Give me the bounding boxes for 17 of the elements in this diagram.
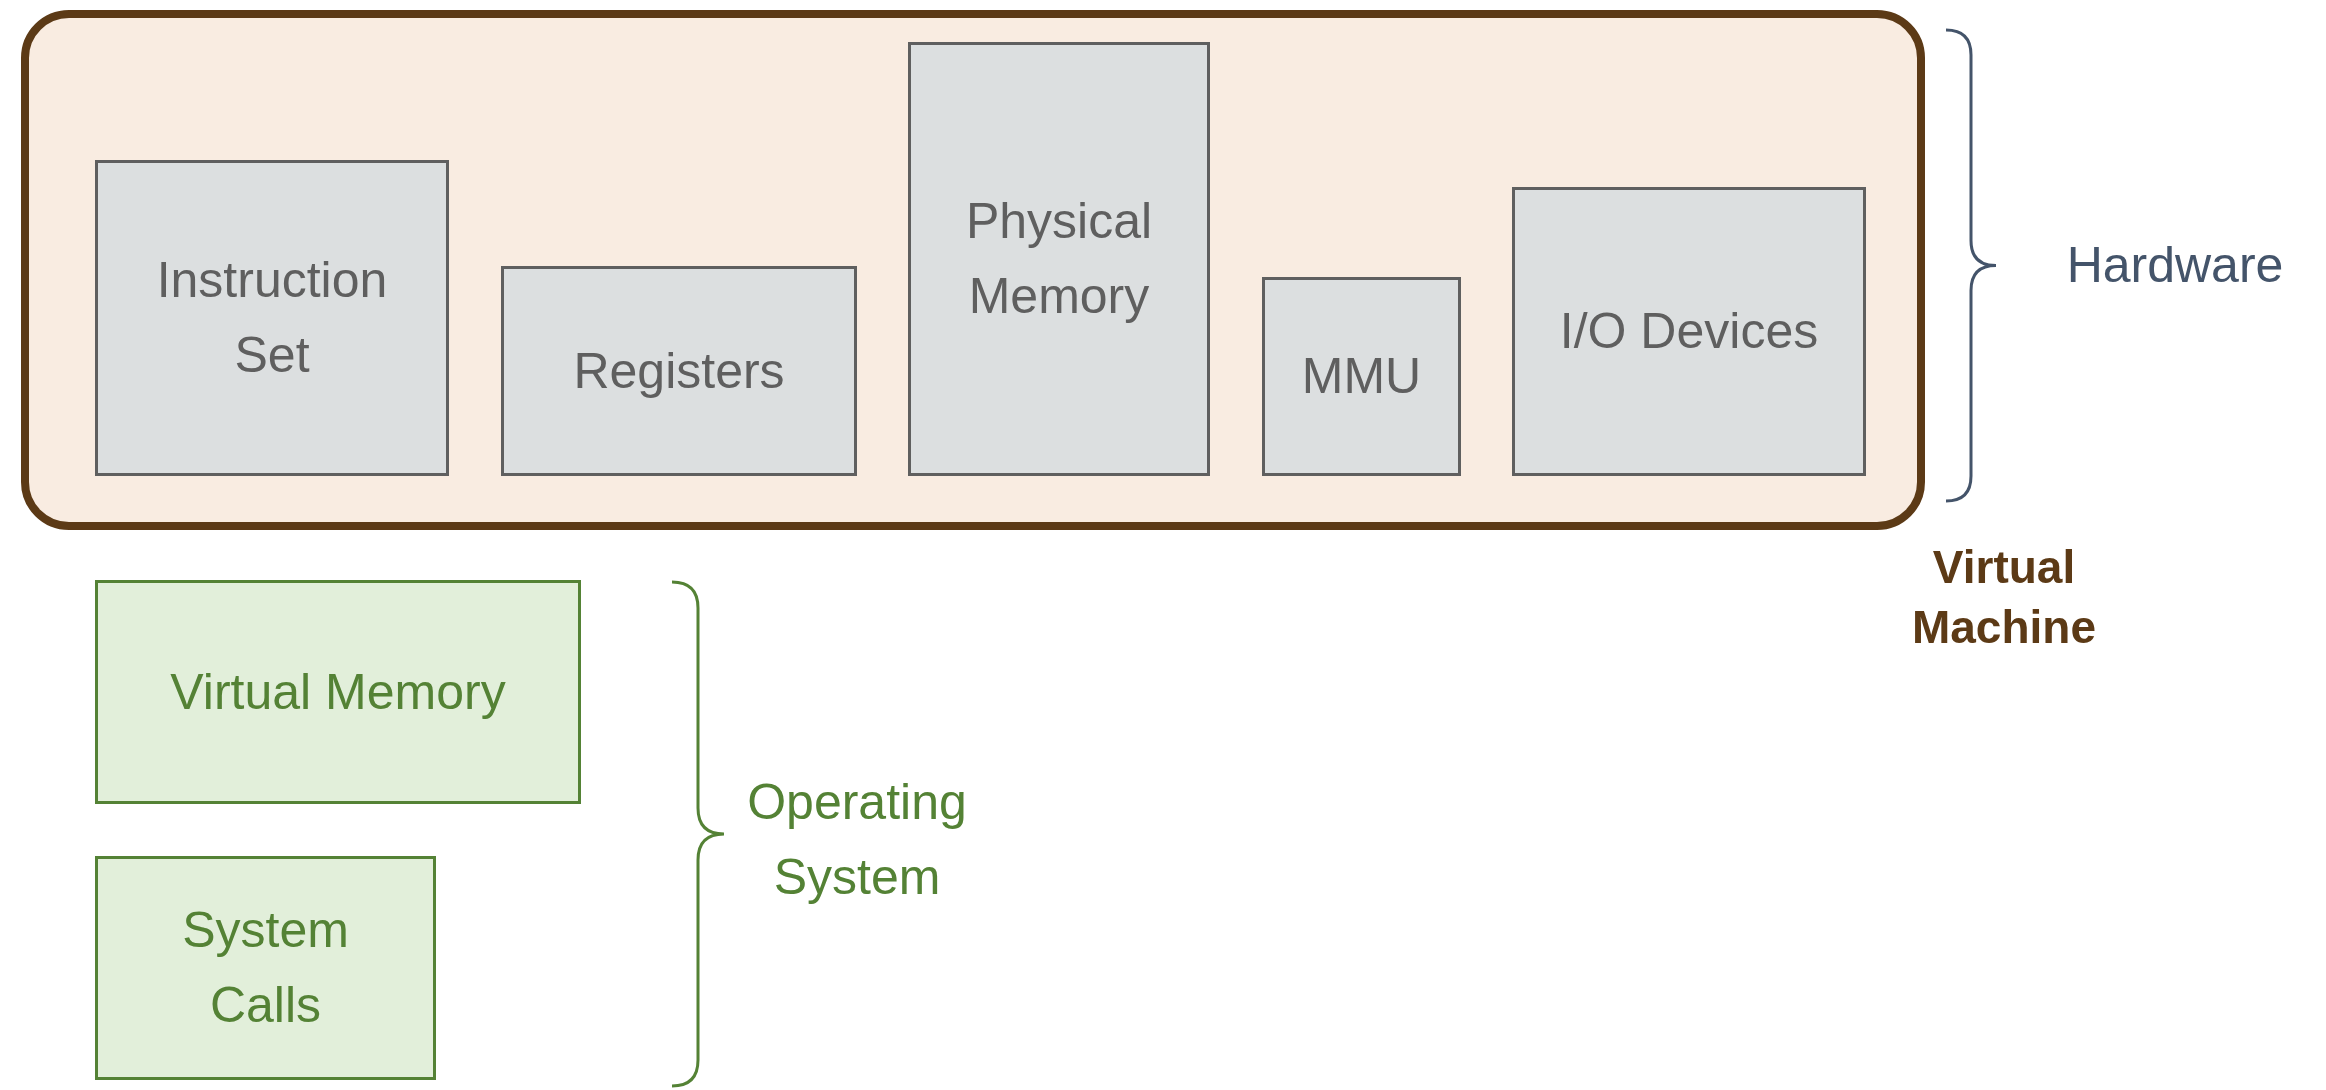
hardware-box	[1262, 277, 1461, 476]
bracket-label: Operating System	[746, 773, 968, 907]
box-label: Physical Memory	[964, 192, 1154, 326]
box-label: MMU	[1300, 347, 1423, 406]
group-heading: Virtual Machine	[1910, 540, 2097, 655]
bracket-label: Hardware	[2065, 236, 2285, 295]
hardware-box	[501, 266, 857, 476]
box-label: I/O Devices	[1558, 302, 1820, 361]
hardware-box	[908, 42, 1210, 476]
os-box	[95, 856, 436, 1080]
hardware-box	[1512, 187, 1866, 476]
hardware-box	[95, 160, 449, 476]
box-label: Registers	[572, 341, 786, 401]
box-label: Virtual Memory	[169, 662, 507, 722]
box-label: Instruction Set	[155, 251, 389, 385]
box-label: System Calls	[181, 901, 350, 1035]
os-box	[95, 580, 581, 804]
